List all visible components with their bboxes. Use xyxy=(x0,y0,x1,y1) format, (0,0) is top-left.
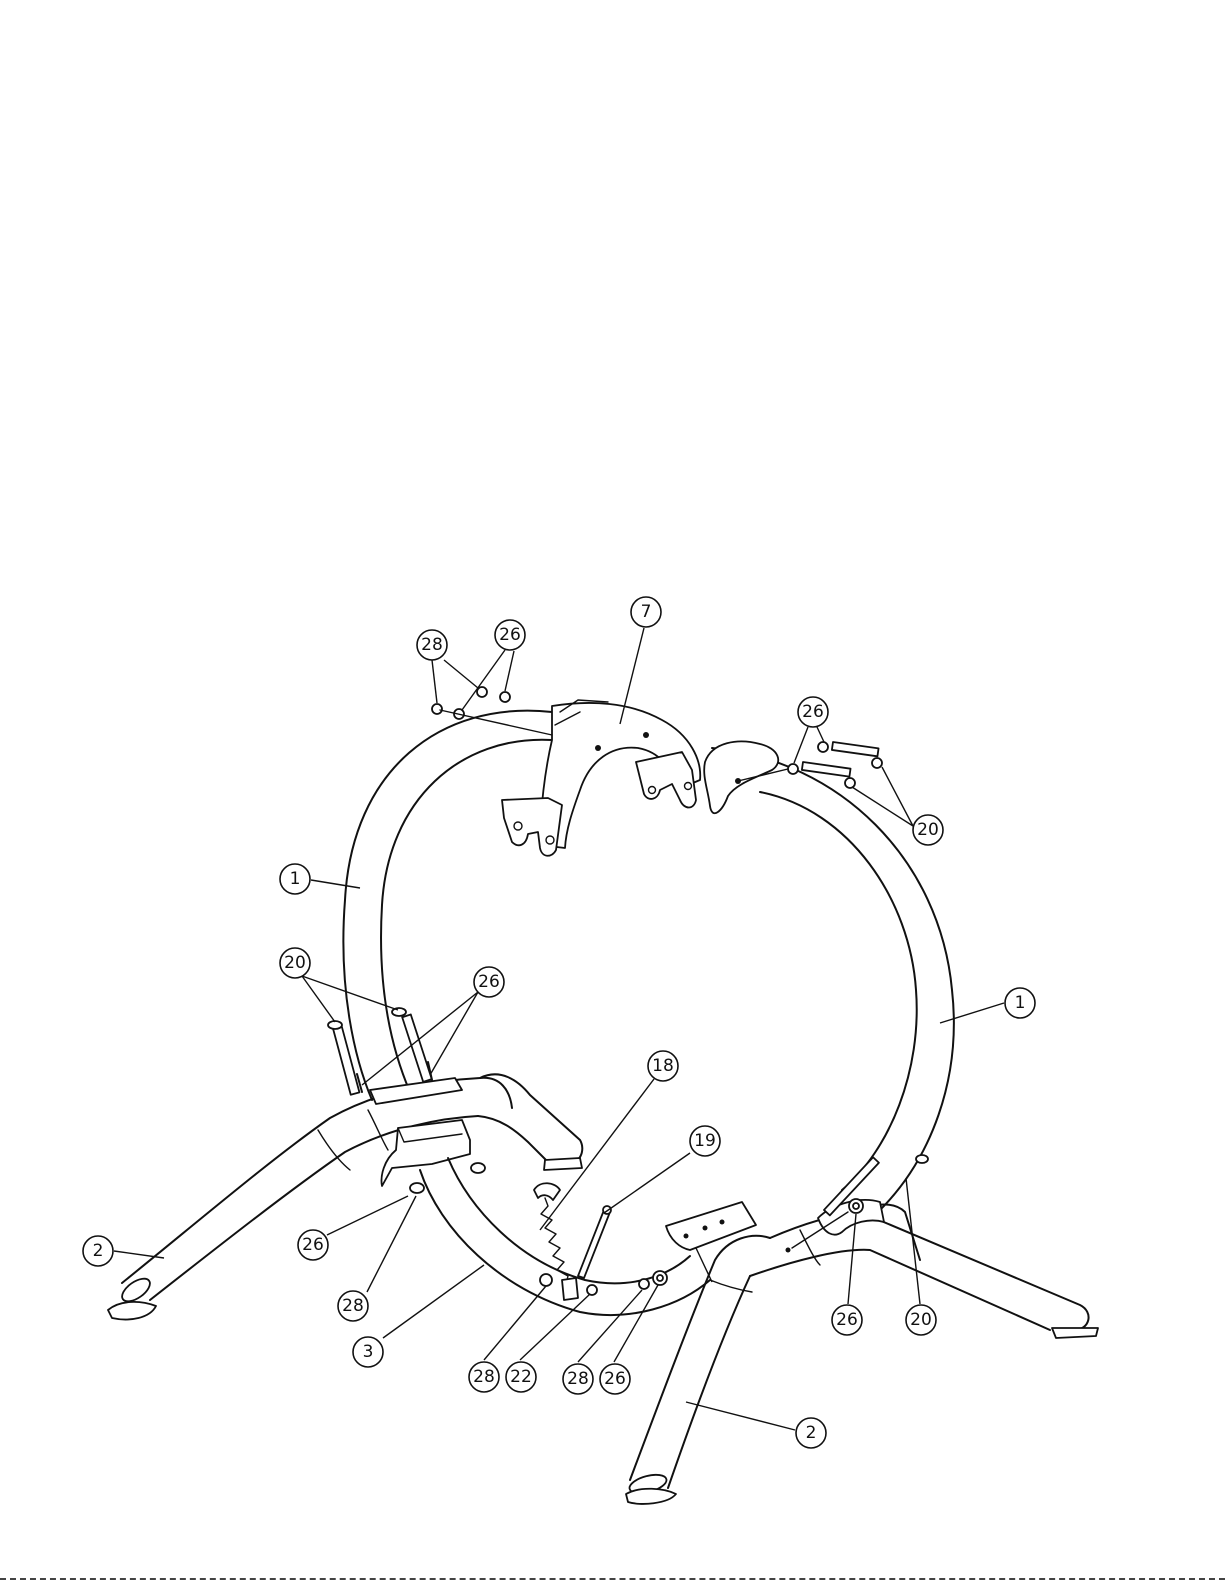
page-bottom-rule xyxy=(0,1578,1225,1580)
callout-label: 2 xyxy=(93,1241,104,1261)
callout-19: 19 xyxy=(690,1126,720,1156)
callout-26-top-left: 26 xyxy=(495,620,525,650)
callout-label: 26 xyxy=(802,702,824,722)
callout-label: 28 xyxy=(421,635,443,655)
callout-20-upper-right: 20 xyxy=(913,815,943,845)
callout-28-bottom-right: 28 xyxy=(563,1364,593,1394)
callout-label: 26 xyxy=(604,1369,626,1389)
callout-20-lower-right: 20 xyxy=(906,1305,936,1335)
callout-7: 7 xyxy=(631,597,661,627)
callout-label: 20 xyxy=(284,953,306,973)
left-bolts xyxy=(328,1008,432,1095)
callout-label: 26 xyxy=(302,1235,324,1255)
callout-label: 26 xyxy=(478,972,500,992)
callout-label: 18 xyxy=(652,1056,674,1076)
top-arch-bracket-part-7 xyxy=(502,700,700,856)
callout-28-bottom: 28 xyxy=(469,1362,499,1392)
callout-label: 20 xyxy=(910,1310,932,1330)
callout-label: 26 xyxy=(836,1310,858,1330)
callout-3: 3 xyxy=(353,1337,383,1367)
callout-26-left: 26 xyxy=(474,967,504,997)
callout-2-left: 2 xyxy=(83,1236,113,1266)
callout-label: 1 xyxy=(290,869,301,889)
callout-26-bottom-right: 26 xyxy=(600,1364,630,1394)
callout-label: 28 xyxy=(473,1367,495,1387)
callout-label: 20 xyxy=(917,820,939,840)
callout-label: 3 xyxy=(363,1342,374,1362)
left-base-leg-part-2 xyxy=(108,1074,582,1319)
callout-label: 1 xyxy=(1015,993,1026,1013)
callout-label: 22 xyxy=(510,1367,532,1387)
callout-label: 19 xyxy=(694,1131,716,1151)
callout-label: 26 xyxy=(499,625,521,645)
callout-26-upper-right: 26 xyxy=(798,697,828,727)
callout-2-right: 2 xyxy=(796,1418,826,1448)
callout-label: 2 xyxy=(806,1423,817,1443)
callout-1-right: 1 xyxy=(1005,988,1035,1018)
callout-label: 28 xyxy=(342,1296,364,1316)
callout-18: 18 xyxy=(648,1051,678,1081)
callout-label: 28 xyxy=(567,1369,589,1389)
callout-26-lower-left: 26 xyxy=(298,1230,328,1260)
callout-26-lower-right: 26 xyxy=(832,1305,862,1335)
callout-22: 22 xyxy=(506,1362,536,1392)
callout-20-left: 20 xyxy=(280,948,310,978)
callout-28-lower-left: 28 xyxy=(338,1291,368,1321)
right-base-leg-part-2 xyxy=(626,1155,1098,1504)
callout-28-top-left: 28 xyxy=(417,630,447,660)
callout-label: 7 xyxy=(641,602,652,622)
callout-1-left: 1 xyxy=(280,864,310,894)
